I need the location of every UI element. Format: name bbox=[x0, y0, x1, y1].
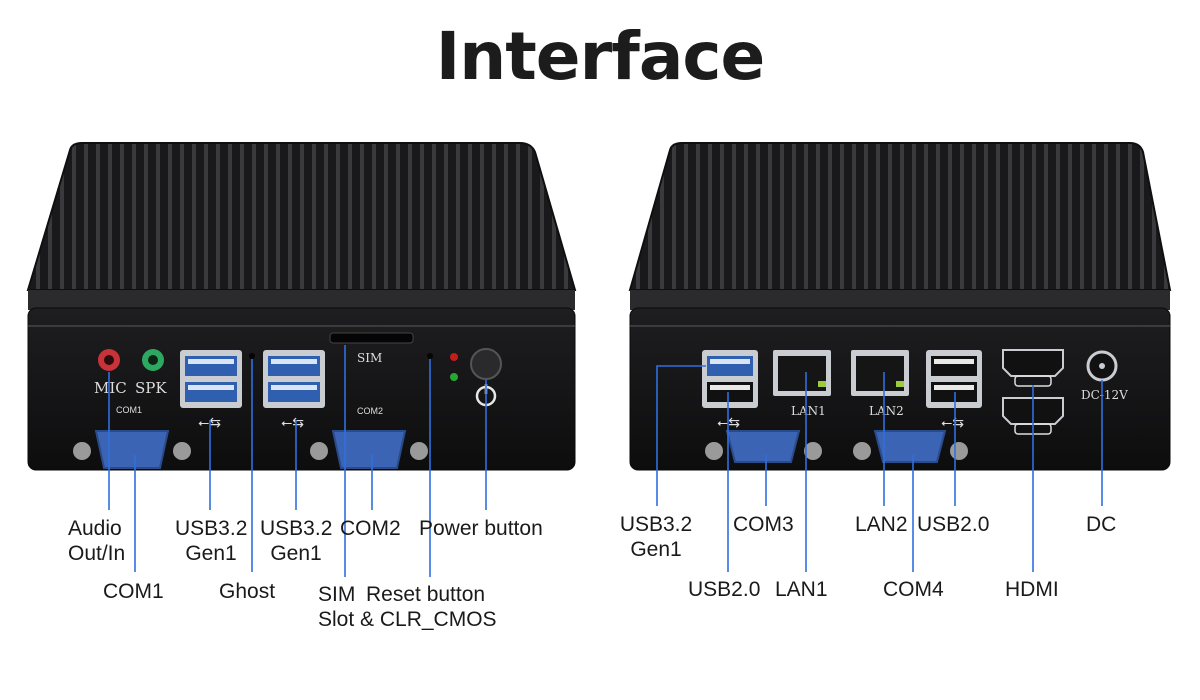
callout-usb20-b: USB2.0 bbox=[917, 513, 990, 536]
lan2-silkscreen: LAN2 bbox=[869, 404, 904, 418]
com1-port bbox=[73, 430, 191, 469]
usb32-port-stack-b: ⭠⇆ bbox=[263, 350, 325, 431]
com2-silkscreen: COM2 bbox=[357, 406, 383, 416]
mic-silkscreen: MIC bbox=[94, 379, 127, 397]
callout-usb32-a: USB3.2 Gen1 bbox=[175, 517, 248, 565]
ghost-hole bbox=[249, 353, 255, 359]
callout-com1: COM1 bbox=[103, 580, 164, 603]
lan1-port bbox=[773, 350, 831, 396]
usb32-port-stack-a: ⭠⇆ bbox=[180, 350, 242, 431]
lan1-silkscreen: LAN1 bbox=[791, 404, 826, 418]
svg-text:⭠⇆: ⭠⇆ bbox=[941, 415, 964, 431]
led-green bbox=[450, 373, 458, 381]
callout-power: Power button bbox=[419, 517, 543, 540]
com1-silkscreen: COM1 bbox=[116, 405, 142, 415]
spk-silkscreen: SPK bbox=[135, 379, 167, 397]
callout-lan1: LAN1 bbox=[775, 578, 828, 601]
svg-text:⭠⇆: ⭠⇆ bbox=[281, 415, 304, 431]
sim-silkscreen: SIM bbox=[357, 351, 382, 365]
callout-usb32-b: USB3.2 Gen1 bbox=[260, 517, 333, 565]
com2-port bbox=[310, 430, 428, 469]
rear-unit: ⭠⇆ LAN1 LAN2 ⭠⇆ bbox=[628, 142, 1172, 471]
rear-heatsink bbox=[628, 142, 1172, 291]
rear-usb20-stack: ⭠⇆ bbox=[926, 350, 982, 431]
callout-reset: Reset button bbox=[366, 583, 486, 606]
callout-lan2: LAN2 bbox=[855, 513, 908, 536]
callout-usb20-a: USB2.0 bbox=[688, 578, 761, 601]
reset-hole bbox=[427, 353, 433, 359]
callout-hdmi: HDMI bbox=[1005, 578, 1059, 601]
front-heatsink bbox=[26, 142, 577, 291]
callout-com4: COM4 bbox=[883, 578, 944, 601]
front-unit: MIC SPK COM1 ⭠⇆ ⭠⇆ SIM COM2 bbox=[26, 142, 577, 471]
lan2-port bbox=[851, 350, 909, 396]
power-button bbox=[470, 348, 502, 380]
sim-slot bbox=[329, 332, 414, 344]
com4-port bbox=[853, 430, 968, 463]
callout-sim: SIM Slot & CLR_CMOS bbox=[318, 583, 497, 631]
callout-com2: COM2 bbox=[340, 517, 401, 540]
rear-usb-stack: ⭠⇆ bbox=[702, 350, 758, 431]
callout-audio: Audio Out/In bbox=[68, 517, 126, 565]
led-red bbox=[450, 353, 458, 361]
callout-ghost: Ghost bbox=[219, 580, 276, 603]
page-title: Interface bbox=[435, 18, 766, 95]
leader-lines bbox=[108, 345, 1103, 577]
com3-port bbox=[705, 430, 822, 463]
callout-usb32-rear: USB3.2 Gen1 bbox=[619, 513, 693, 561]
callout-dc: DC bbox=[1086, 513, 1117, 536]
dc-silkscreen: DC-12V bbox=[1081, 388, 1128, 402]
callout-com3: COM3 bbox=[733, 513, 794, 536]
leader-usb32-rear bbox=[656, 365, 706, 506]
